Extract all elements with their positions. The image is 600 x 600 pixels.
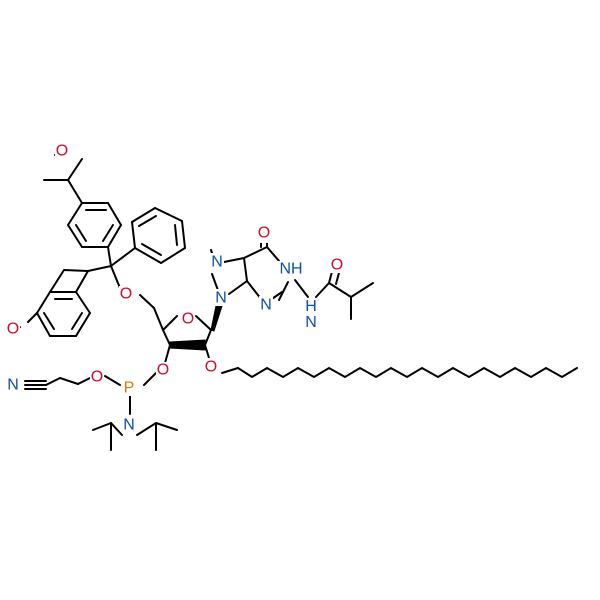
bond [75, 224, 87, 242]
bond [67, 224, 83, 248]
alkyl-chain [237, 366, 578, 379]
wedge-bond [169, 339, 206, 351]
bond [107, 224, 122, 248]
bond [164, 344, 171, 364]
bond [223, 257, 245, 263]
bond [45, 377, 61, 386]
svg-text:N: N [215, 290, 227, 307]
bond [134, 247, 162, 264]
svg-text:N: N [211, 254, 223, 271]
svg-text:O: O [331, 257, 343, 274]
bond [131, 221, 136, 249]
svg-text:HN: HN [305, 298, 317, 331]
bond [63, 269, 89, 272]
bond [350, 282, 374, 298]
atom-n7: N [210, 253, 224, 271]
atom-o-5prime: O [119, 286, 133, 303]
svg-text:O: O [7, 321, 19, 338]
bond [155, 422, 178, 431]
bond [131, 207, 156, 223]
bond [154, 207, 183, 222]
bond [266, 246, 280, 262]
bond [36, 312, 51, 337]
bond [49, 269, 65, 293]
bond [67, 202, 83, 226]
atom-n-phosphoramidite: N [122, 417, 136, 434]
svg-text:N: N [260, 297, 272, 314]
svg-text:NH: NH [279, 261, 302, 278]
bond [92, 422, 112, 431]
bonds [12, 145, 578, 451]
atom-n9: N [214, 289, 228, 307]
atom-labels: O O O O N N N NH [6, 142, 344, 434]
atom-o-methoxy-upper: O [55, 142, 69, 160]
svg-text:O: O [182, 311, 194, 328]
svg-text:O: O [56, 143, 68, 160]
atom-o-3prime: O [156, 362, 170, 379]
svg-text:N: N [123, 417, 135, 434]
bond [228, 280, 248, 295]
bond [104, 375, 121, 386]
atom-o-amide: O [330, 256, 344, 274]
bond [181, 220, 186, 249]
bond [315, 282, 330, 298]
bond [67, 158, 83, 181]
atom-n-cyano: N [6, 377, 20, 394]
bond [294, 279, 309, 298]
bond [138, 215, 157, 227]
bond [77, 377, 91, 385]
bond [243, 246, 268, 259]
atom-n3: N [259, 296, 273, 314]
bond [160, 247, 186, 264]
bond [107, 246, 112, 267]
atom-o-methoxy-lower: O [6, 320, 20, 338]
bond [102, 224, 114, 242]
bond [162, 329, 171, 346]
bond [110, 247, 136, 267]
bond [87, 265, 112, 272]
bond [110, 265, 121, 289]
bond [27, 312, 38, 323]
svg-text:O: O [258, 225, 270, 242]
bond [141, 243, 162, 256]
bond [243, 257, 248, 282]
svg-text:N: N [7, 377, 19, 394]
bond [139, 294, 155, 309]
svg-text:P: P [124, 380, 135, 397]
bond [221, 367, 239, 374]
atom-o-2prime: O [204, 358, 218, 376]
bond [174, 224, 178, 246]
bond [75, 312, 91, 337]
bond [67, 179, 83, 204]
bond [75, 270, 89, 293]
bond [59, 377, 79, 385]
svg-text:O: O [91, 369, 103, 386]
bond [195, 315, 212, 331]
bond [75, 291, 91, 314]
bond [110, 422, 123, 436]
svg-text:O: O [205, 359, 217, 376]
atom-o-ring: O [181, 310, 195, 328]
atom-o6: O [257, 225, 271, 243]
svg-text:O: O [120, 286, 132, 303]
bond [204, 329, 212, 346]
svg-text:O: O [157, 362, 169, 379]
bond [278, 281, 289, 301]
bond [43, 312, 55, 330]
atom-p: P [122, 379, 136, 397]
bond [136, 422, 157, 436]
bond [71, 312, 83, 330]
bond [36, 291, 51, 314]
bond [107, 202, 122, 226]
bond [328, 282, 352, 298]
bond [153, 307, 164, 331]
atom-o-phosphite: O [90, 368, 104, 386]
bond [143, 372, 157, 386]
bond [162, 315, 178, 331]
atom-n1h: NH [278, 261, 304, 278]
bond [204, 344, 210, 359]
